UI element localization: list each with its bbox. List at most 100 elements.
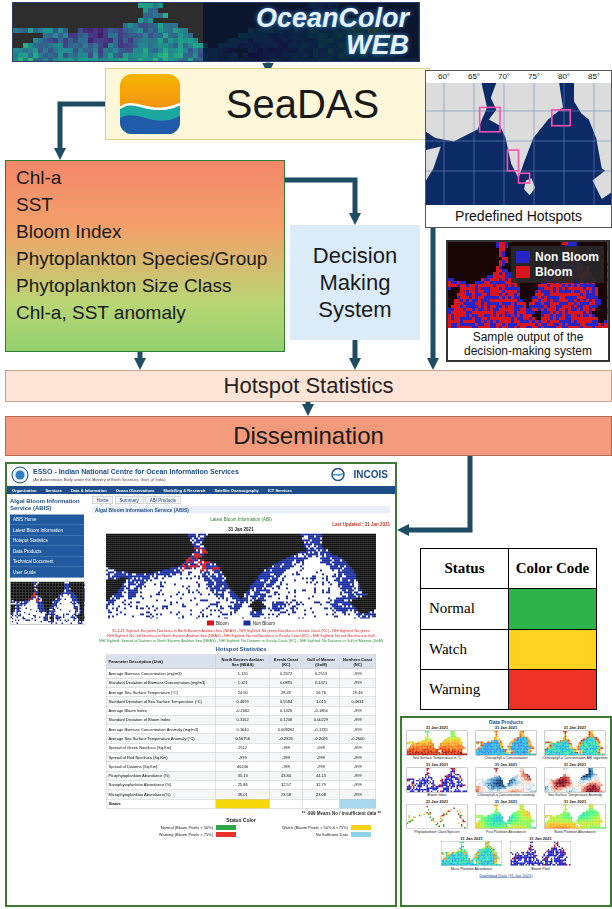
map-pixel bbox=[73, 28, 78, 33]
map-pixel bbox=[48, 53, 53, 58]
map-pixel bbox=[496, 278, 499, 281]
map-pixel bbox=[103, 3, 108, 8]
map-pixel bbox=[580, 242, 583, 245]
map-pixel bbox=[487, 251, 490, 254]
map-pixel bbox=[23, 8, 28, 13]
map-pixel bbox=[466, 293, 469, 296]
map-pixel bbox=[535, 287, 538, 290]
map-pixel bbox=[53, 18, 58, 23]
map-pixel bbox=[38, 43, 43, 48]
map-pixel bbox=[118, 33, 123, 38]
map-pixel bbox=[58, 43, 63, 48]
map-pixel bbox=[469, 260, 472, 263]
map-pixel bbox=[490, 272, 493, 275]
map-pixel bbox=[529, 242, 532, 245]
map-pixel bbox=[143, 43, 148, 48]
map-pixel bbox=[123, 28, 128, 33]
map-pixel bbox=[505, 272, 508, 275]
map-pixel bbox=[38, 53, 43, 58]
map-pixel bbox=[460, 284, 463, 287]
map-pixel bbox=[475, 278, 478, 281]
map-pixel bbox=[451, 257, 454, 260]
map-pixel bbox=[463, 275, 466, 278]
map-pixel bbox=[499, 272, 502, 275]
map-pixel bbox=[469, 242, 472, 245]
map-pixel bbox=[188, 38, 193, 43]
map-pixel bbox=[505, 245, 508, 248]
map-pixel bbox=[43, 23, 48, 28]
map-pixel bbox=[128, 23, 133, 28]
map-pixel bbox=[472, 293, 475, 296]
map-pixel bbox=[460, 251, 463, 254]
map-pixel bbox=[475, 260, 478, 263]
map-pixel bbox=[58, 8, 63, 13]
map-pixel bbox=[68, 48, 73, 53]
map-pixel bbox=[48, 28, 53, 33]
map-pixel bbox=[163, 8, 168, 13]
map-pixel bbox=[448, 269, 451, 272]
map-pixel bbox=[48, 8, 53, 13]
map-pixel bbox=[583, 287, 586, 290]
map-pixel bbox=[113, 3, 118, 8]
map-pixel bbox=[128, 28, 133, 33]
map-pixel bbox=[481, 248, 484, 251]
map-pixel bbox=[487, 260, 490, 263]
map-pixel bbox=[108, 3, 113, 8]
map-pixel bbox=[496, 263, 499, 266]
map-pixel bbox=[133, 23, 138, 28]
map-pixel bbox=[73, 8, 78, 13]
map-pixel bbox=[490, 251, 493, 254]
map-pixel bbox=[457, 248, 460, 251]
map-pixel bbox=[496, 266, 499, 269]
map-pixel bbox=[505, 251, 508, 254]
map-pixel bbox=[33, 18, 38, 23]
map-pixel bbox=[68, 43, 73, 48]
map-pixel bbox=[43, 53, 48, 58]
map-pixel bbox=[83, 8, 88, 13]
map-pixel bbox=[541, 287, 544, 290]
map-pixel bbox=[598, 284, 601, 287]
map-pixel bbox=[153, 3, 158, 8]
map-pixel bbox=[472, 242, 475, 245]
map-pixel bbox=[520, 242, 523, 245]
map-pixel bbox=[183, 33, 188, 38]
map-pixel bbox=[484, 248, 487, 251]
map-pixel bbox=[133, 58, 138, 61]
map-pixel bbox=[502, 266, 505, 269]
map-pixel bbox=[98, 28, 103, 33]
map-pixel bbox=[490, 281, 493, 284]
map-pixel bbox=[472, 275, 475, 278]
map-pixel bbox=[499, 263, 502, 266]
map-pixel bbox=[173, 38, 178, 43]
map-pixel bbox=[128, 33, 133, 38]
map-pixel bbox=[58, 53, 63, 58]
map-pixel bbox=[460, 257, 463, 260]
map-pixel bbox=[457, 242, 460, 245]
map-pixel bbox=[469, 275, 472, 278]
map-pixel bbox=[541, 290, 544, 293]
map-pixel bbox=[83, 28, 88, 33]
map-pixel bbox=[193, 33, 198, 38]
map-pixel bbox=[18, 58, 23, 61]
map-pixel bbox=[463, 290, 466, 293]
map-pixel bbox=[496, 272, 499, 275]
map-pixel bbox=[68, 33, 73, 38]
map-pixel bbox=[577, 284, 580, 287]
map-pixel bbox=[163, 48, 168, 53]
map-pixel bbox=[490, 290, 493, 293]
map-pixel bbox=[496, 254, 499, 257]
map-pixel bbox=[193, 28, 198, 33]
map-pixel bbox=[448, 275, 451, 278]
map-pixel bbox=[78, 33, 83, 38]
map-pixel bbox=[460, 269, 463, 272]
map-pixel bbox=[493, 266, 496, 269]
map-pixel bbox=[496, 245, 499, 248]
map-pixel bbox=[604, 275, 607, 278]
map-pixel bbox=[499, 245, 502, 248]
map-pixel bbox=[448, 281, 451, 284]
map-pixel bbox=[98, 8, 103, 13]
map-pixel bbox=[571, 290, 574, 293]
map-pixel bbox=[13, 53, 18, 58]
map-pixel bbox=[502, 251, 505, 254]
map-pixel bbox=[484, 275, 487, 278]
